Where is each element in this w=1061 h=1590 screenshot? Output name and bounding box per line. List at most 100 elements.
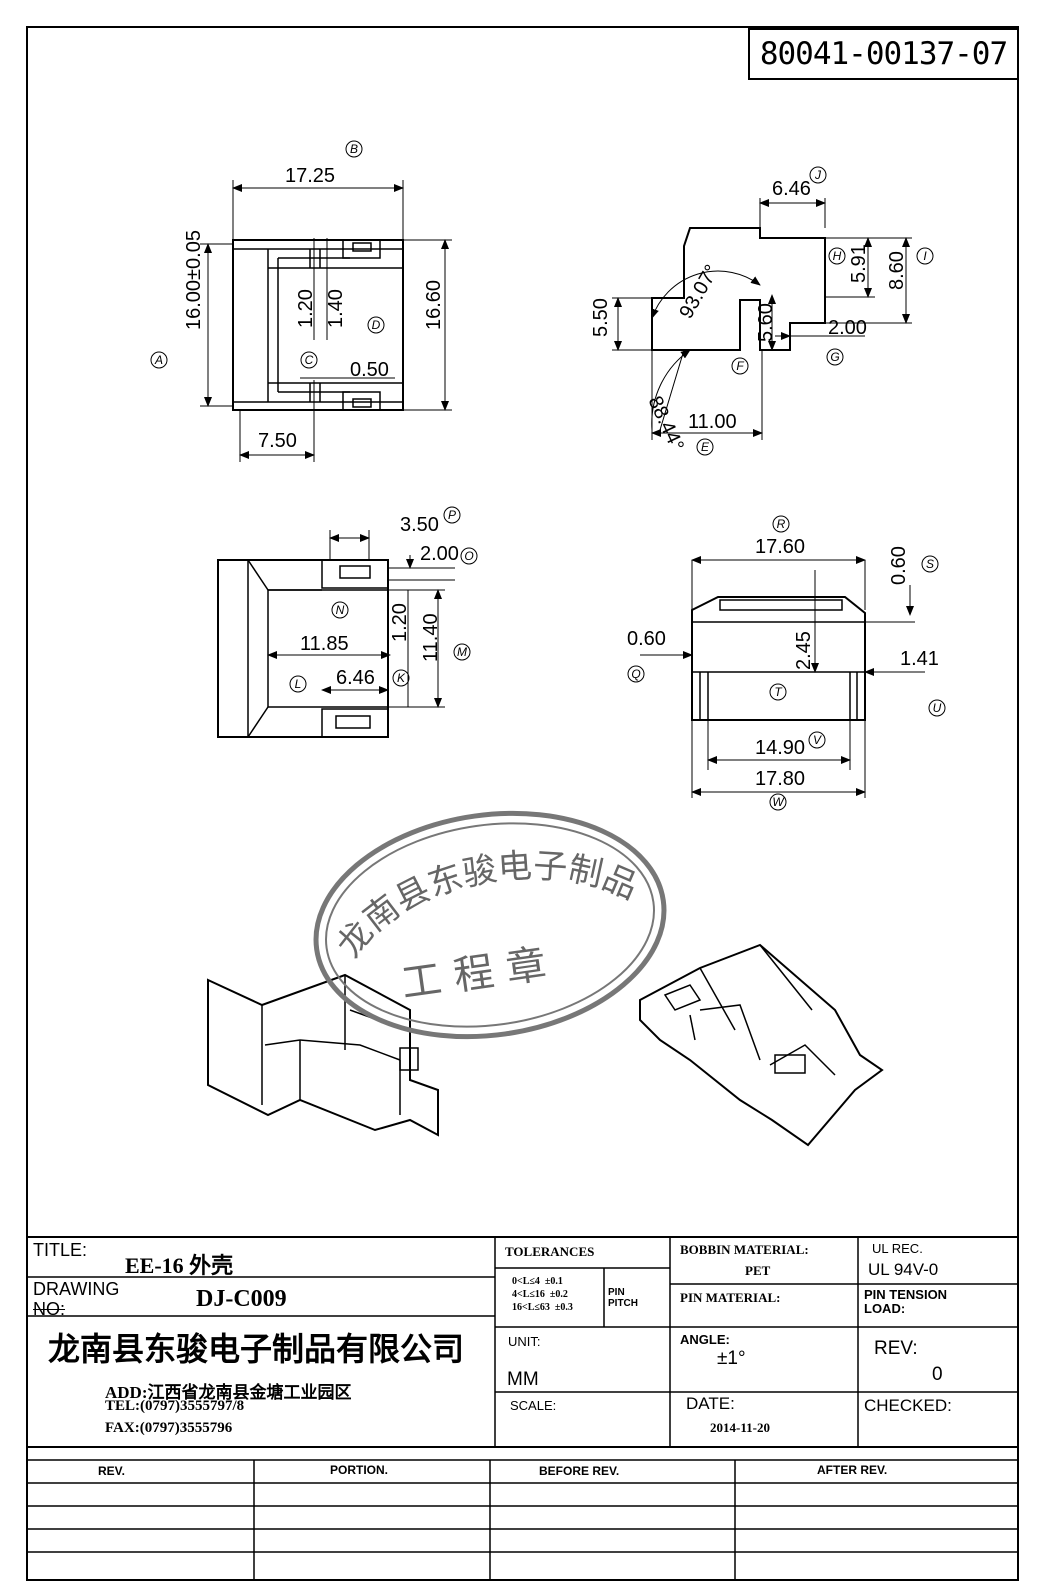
svg-text:E: E	[701, 440, 710, 454]
svg-text:K: K	[397, 671, 406, 685]
bottom_view-ref-N: N	[331, 601, 349, 619]
svg-text:L: L	[295, 677, 302, 691]
address: ADD:江西省龙南县金塘工业园区	[105, 1383, 352, 1402]
tolerances-label: TOLERANCES	[505, 1244, 595, 1259]
pin-material-label: PIN MATERIAL:	[680, 1290, 781, 1305]
svg-text:R: R	[777, 517, 786, 531]
title-label: TITLE:	[33, 1240, 88, 1260]
front_view-ref-W: W	[769, 793, 787, 811]
top_view-dimension-6: 7.50	[258, 430, 297, 452]
side_view-ref-H: H	[828, 247, 846, 265]
front_view-dimension-2: 0.60	[888, 546, 910, 585]
top_view-dimension-1: 16.00±0.05	[183, 230, 205, 330]
bottom-view	[217, 530, 455, 738]
bottom_view-dimension-2: 11.85	[300, 633, 349, 655]
front_view-ref-U: U	[928, 699, 946, 717]
bottom_view-dimension-5: 6.46	[336, 667, 375, 689]
front_view-ref-S: S	[921, 555, 939, 573]
fax: FAX:(0797)3555796	[105, 1420, 233, 1436]
portion-header: PORTION.	[330, 1463, 389, 1477]
bottom_view-ref-K: K	[392, 669, 410, 687]
before-rev-header: BEFORE REV.	[539, 1464, 620, 1478]
angle-label: ANGLE:	[680, 1332, 730, 1347]
side_view-ref-J: J	[809, 166, 827, 184]
drawing-frame	[26, 26, 1019, 1581]
stamp-center-text: 工 程 章	[399, 941, 549, 1007]
side_view-dimension-8: 11.00	[688, 411, 737, 433]
svg-text:P: P	[448, 508, 456, 522]
drawing-no-label: DRAWING	[33, 1279, 120, 1299]
svg-text:M: M	[457, 645, 467, 659]
date-label: DATE:	[686, 1394, 735, 1413]
front_view-dimension-5: 14.90	[755, 737, 805, 759]
tel: TEL:(0797)3555797/8	[105, 1398, 245, 1414]
front-view	[640, 556, 925, 798]
rev-label: REV:	[874, 1338, 918, 1359]
front_view-dimension-4: 2.45	[793, 631, 815, 670]
svg-text:龙南县东骏电子制品有限公司: 龙南县东骏电子制品有限公司	[0, 0, 643, 965]
front_view-ref-R: R	[772, 515, 790, 533]
front_view-ref-T: T	[769, 683, 787, 701]
title-value: EE-16 外壳	[125, 1253, 234, 1278]
svg-text:S: S	[926, 557, 934, 571]
svg-text:F: F	[736, 359, 744, 373]
top_view-ref-B: B	[345, 140, 363, 158]
top_view-ref-D: D	[367, 316, 385, 334]
top_view-dimension-2: 16.60	[423, 280, 445, 330]
side_view-dimension-4: 93.07°	[675, 261, 723, 322]
side_view-dimension-0: 6.46	[772, 178, 811, 200]
front_view-dimension-6: 17.80	[755, 768, 805, 790]
bottom_view-ref-O: O	[460, 547, 478, 565]
top_view-ref-A: A	[150, 351, 168, 369]
svg-text:O: O	[464, 549, 473, 563]
drawing-no-value: DJ-C009	[196, 1286, 287, 1312]
side_view-dimension-5: 5.60	[755, 303, 777, 342]
side_view-ref-G: G	[826, 348, 844, 366]
title-block-grid	[26, 1236, 1019, 1581]
angle-value: ±1°	[717, 1348, 746, 1369]
top_view-dimension-0: 17.25	[285, 165, 335, 187]
iso-view-right	[639, 943, 884, 1147]
side_view-dimension-7: 88.44°	[643, 393, 687, 455]
top_view-dimension-5: 0.50	[350, 359, 389, 381]
date-value: 2014-11-20	[710, 1420, 770, 1435]
side_view-dimension-2: 8.60	[886, 251, 908, 290]
svg-text:V: V	[813, 733, 822, 747]
bottom_view-dimension-3: 1.20	[389, 603, 411, 642]
svg-text:C: C	[305, 353, 314, 367]
svg-text:Q: Q	[631, 667, 640, 681]
after-rev-header: AFTER REV.	[817, 1463, 888, 1477]
svg-text:D: D	[372, 318, 381, 332]
rev-value: 0	[932, 1364, 943, 1385]
bobbin-material-value: PET	[745, 1263, 771, 1278]
top-view	[200, 180, 452, 462]
side_view-dimension-1: 5.91	[848, 244, 870, 283]
unit-value: MM	[507, 1369, 539, 1390]
svg-text:A: A	[154, 353, 163, 367]
ul-label: UL REC.	[872, 1241, 923, 1256]
front_view-dimension-3: 1.41	[900, 648, 939, 670]
document-number: 80041-00137-07	[748, 28, 1019, 80]
bottom_view-dimension-0: 3.50	[400, 514, 439, 536]
svg-text:J: J	[814, 168, 822, 182]
scale-label: SCALE:	[510, 1398, 557, 1413]
rev-header: REV.	[98, 1464, 125, 1478]
top_view-dimension-3: 1.20	[295, 289, 317, 328]
side_view-ref-E: E	[696, 438, 714, 456]
side-view	[612, 198, 912, 440]
svg-text:H: H	[833, 249, 842, 263]
front_view-ref-V: V	[808, 731, 826, 749]
bobbin-material-label: BOBBIN MATERIAL:	[680, 1242, 809, 1257]
stamp-ring-text: 龙南县东骏电子制品有限公司	[0, 0, 643, 965]
side_view-dimension-6: 2.00	[828, 317, 867, 339]
svg-text:B: B	[350, 142, 358, 156]
front_view-dimension-1: 0.60	[627, 628, 666, 650]
unit-label: UNIT:	[508, 1334, 541, 1349]
bottom_view-ref-L: L	[289, 675, 307, 693]
front_view-ref-Q: Q	[627, 665, 645, 683]
bottom_view-dimension-1: 2.00	[420, 543, 459, 565]
svg-text:U: U	[933, 701, 942, 715]
